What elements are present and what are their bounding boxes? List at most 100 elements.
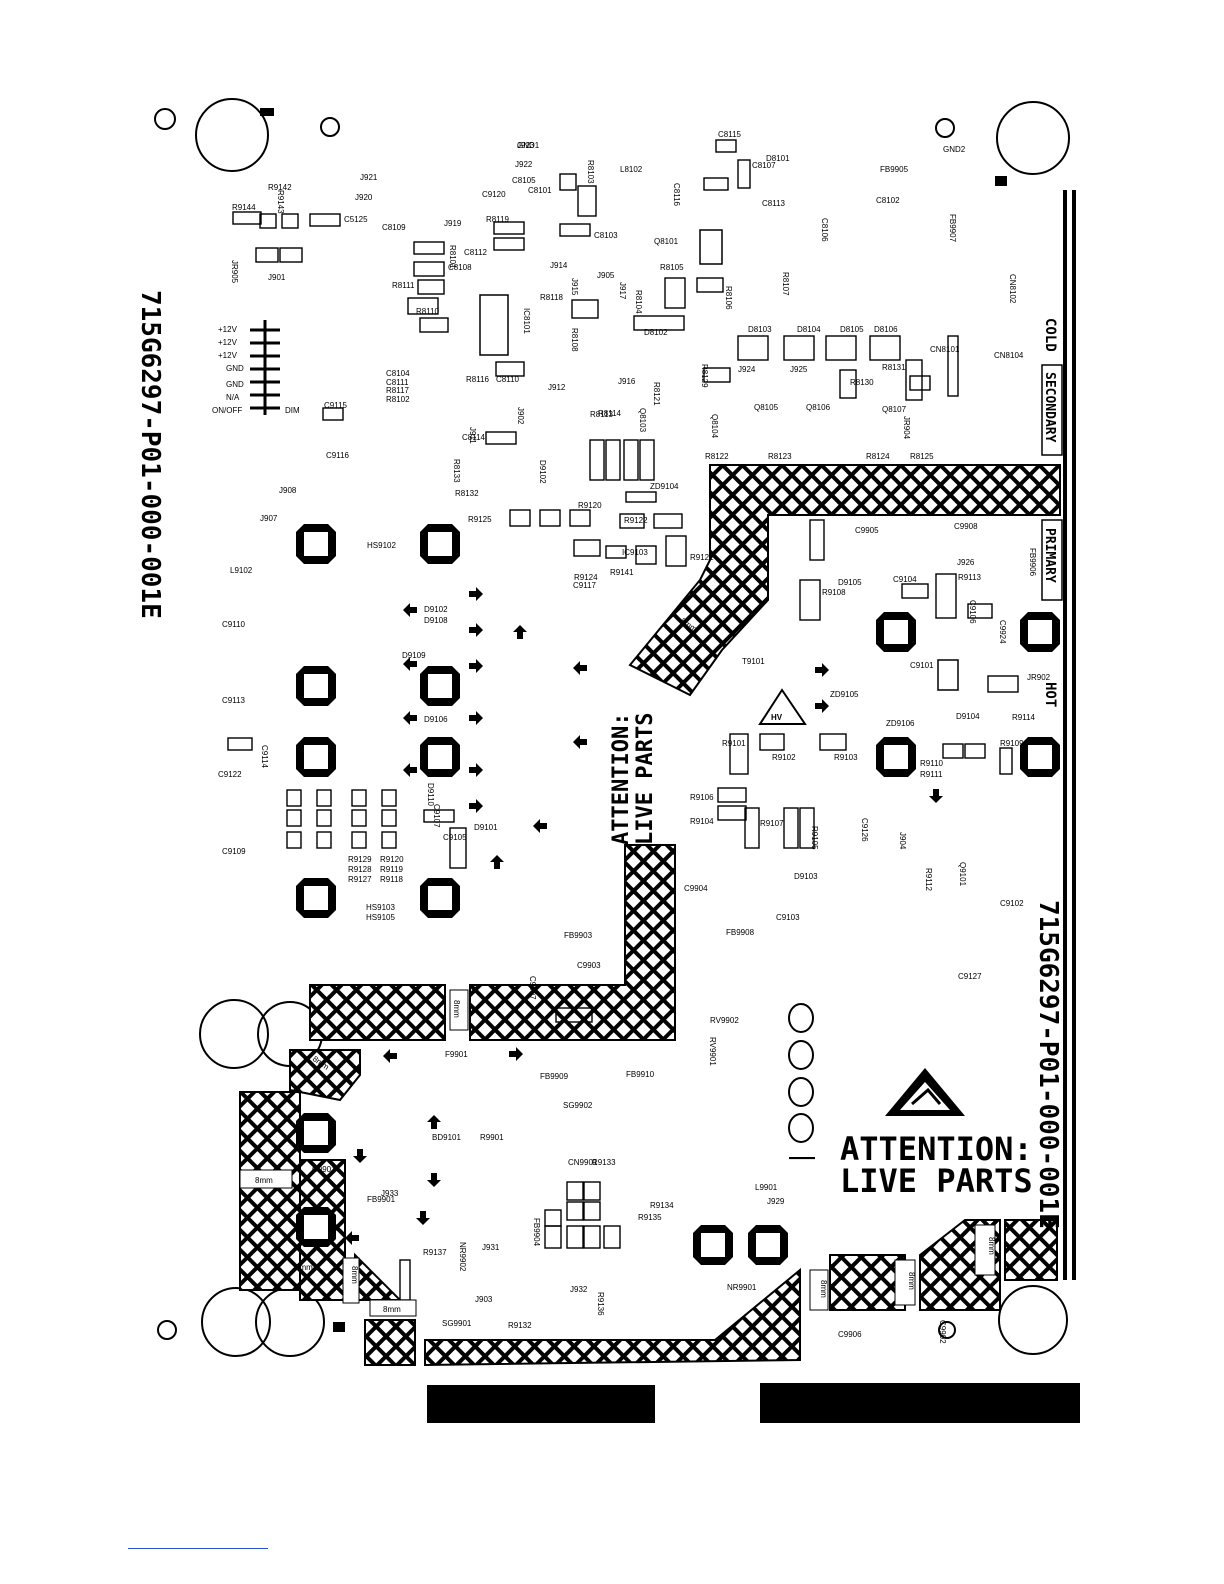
heatsink-pad-icon [296, 666, 336, 706]
component-ref-label: R9143 [276, 190, 285, 214]
component-ref-label: D9108 [424, 616, 448, 625]
footprint-pad [413, 241, 445, 255]
component-ref-label: R8130 [850, 378, 874, 387]
component-ref-label: R9135 [638, 1213, 662, 1222]
component-ref-label: R9121 [690, 553, 714, 562]
footprint-pad [255, 247, 279, 263]
component-ref-label: R8121 [652, 382, 661, 406]
footprint-pad [696, 277, 724, 293]
footprint-pad [999, 747, 1013, 775]
component-ref-label: C9115 [324, 401, 348, 410]
component-ref-label: J908 [279, 486, 297, 495]
component-ref-label: GND2 [943, 145, 966, 154]
arrow-icon [533, 819, 547, 833]
footprint-pad [935, 573, 957, 619]
component-ref-label: C8110 [496, 375, 520, 384]
component-ref-label: Q8101 [654, 237, 679, 246]
footprint-pad [286, 809, 302, 827]
component-ref-label: R8110 [416, 307, 440, 316]
footprint-pad [964, 743, 986, 759]
component-ref-label: RV9902 [710, 1016, 739, 1025]
arrow-icon [427, 1173, 441, 1187]
component-ref-label: C9907 [528, 976, 537, 1000]
component-ref-label: R9129 [348, 855, 372, 864]
heatsink-pad-icon [296, 524, 336, 564]
component-ref-label: NR9901 [727, 1283, 757, 1292]
footprint-pad [573, 539, 601, 557]
component-ref-label: R8101 [448, 245, 457, 269]
footprint-pad [381, 789, 397, 807]
component-ref-label: J902 [516, 407, 525, 425]
footprint-pad [635, 545, 657, 565]
component-ref-label: C9117 [573, 581, 597, 590]
footprint-pad [901, 583, 929, 599]
component-ref-label: R8119 [486, 215, 510, 224]
component-ref-label: J915 [570, 278, 579, 296]
heatsink-pad-icon [420, 524, 460, 564]
component-ref-label: R8106 [724, 286, 733, 310]
arrow-icon [383, 1049, 397, 1063]
dim-label: DIM [285, 406, 300, 415]
pin-label-2: +12V [218, 351, 238, 360]
component-ref-label: D9104 [956, 712, 980, 721]
component-ref-label: FB9908 [726, 928, 755, 937]
component-ref-label: R9114 [1012, 713, 1036, 722]
component-ref-label: L8102 [620, 165, 643, 174]
footprint-pad [351, 809, 367, 827]
warning-rotated-line2: LIVE PARTS [633, 713, 658, 845]
component-ref-label: D8104 [797, 325, 821, 334]
footprint-pad [286, 831, 302, 849]
component-ref-label: ZD9106 [886, 719, 915, 728]
component-ref-label: R8116 [466, 375, 490, 384]
arrow-icon [469, 623, 483, 637]
component-ref-label: J933 [381, 1189, 399, 1198]
footprint-pad [799, 579, 821, 621]
arrow-icon [403, 657, 417, 671]
footprint-pad [544, 1209, 562, 1227]
component-ref-label: C9903 [577, 961, 601, 970]
component-ref-label: R9134 [650, 1201, 674, 1210]
component-ref-label: D8106 [874, 325, 898, 334]
hv-warning-icon: HV [758, 688, 807, 725]
arrow-icon [469, 799, 483, 813]
footprint-pad [559, 173, 577, 191]
footprint-pad [665, 535, 687, 567]
footprint-pad [566, 1225, 584, 1249]
heatsink-pad-icon [876, 612, 916, 652]
arrow-icon [345, 1231, 359, 1245]
warning-subtitle: LIVE PARTS [840, 1162, 1033, 1200]
component-ref-label: C9924 [998, 620, 1007, 644]
component-ref-label: R9102 [772, 753, 796, 762]
footprint-pad [729, 733, 749, 775]
component-ref-label: J925 [790, 365, 808, 374]
component-ref-label: BD9101 [432, 1133, 461, 1142]
component-ref-label: FB9901 [367, 1195, 396, 1204]
component-ref-label: R9106 [690, 793, 714, 802]
component-ref-label: R9144 [232, 203, 256, 212]
component-ref-label: R9108 [822, 588, 846, 597]
footprint-pad [351, 789, 367, 807]
pin-label-5: N/A [226, 393, 240, 402]
component-ref-label: C9109 [222, 847, 246, 856]
component-ref-label: C8101 [528, 186, 552, 195]
footprint-pad [625, 491, 657, 503]
component-ref-label: IC8101 [522, 308, 531, 334]
component-ref-label: R8132 [455, 489, 479, 498]
component-ref-label: JR902 [1027, 673, 1051, 682]
arrow-icon [403, 763, 417, 777]
pin-label-6: ON/OFF [212, 406, 242, 415]
footprint-pad [227, 737, 253, 751]
arrow-icon [353, 1149, 367, 1163]
footprint-pad [351, 831, 367, 849]
footprint-pad [942, 743, 964, 759]
component-ref-label: R8107 [781, 272, 790, 296]
component-ref-label: SG9901 [442, 1319, 472, 1328]
heatsink-pad-icon [296, 1207, 336, 1247]
footprint-pad [967, 603, 993, 619]
footprint-pad [322, 407, 344, 421]
component-ref-label: CN8101 [930, 345, 960, 354]
arrow-icon [815, 663, 829, 677]
component-ref-label: R8118 [540, 293, 564, 302]
footprint-pad [809, 519, 825, 561]
component-ref-label: C8111 [386, 378, 409, 387]
